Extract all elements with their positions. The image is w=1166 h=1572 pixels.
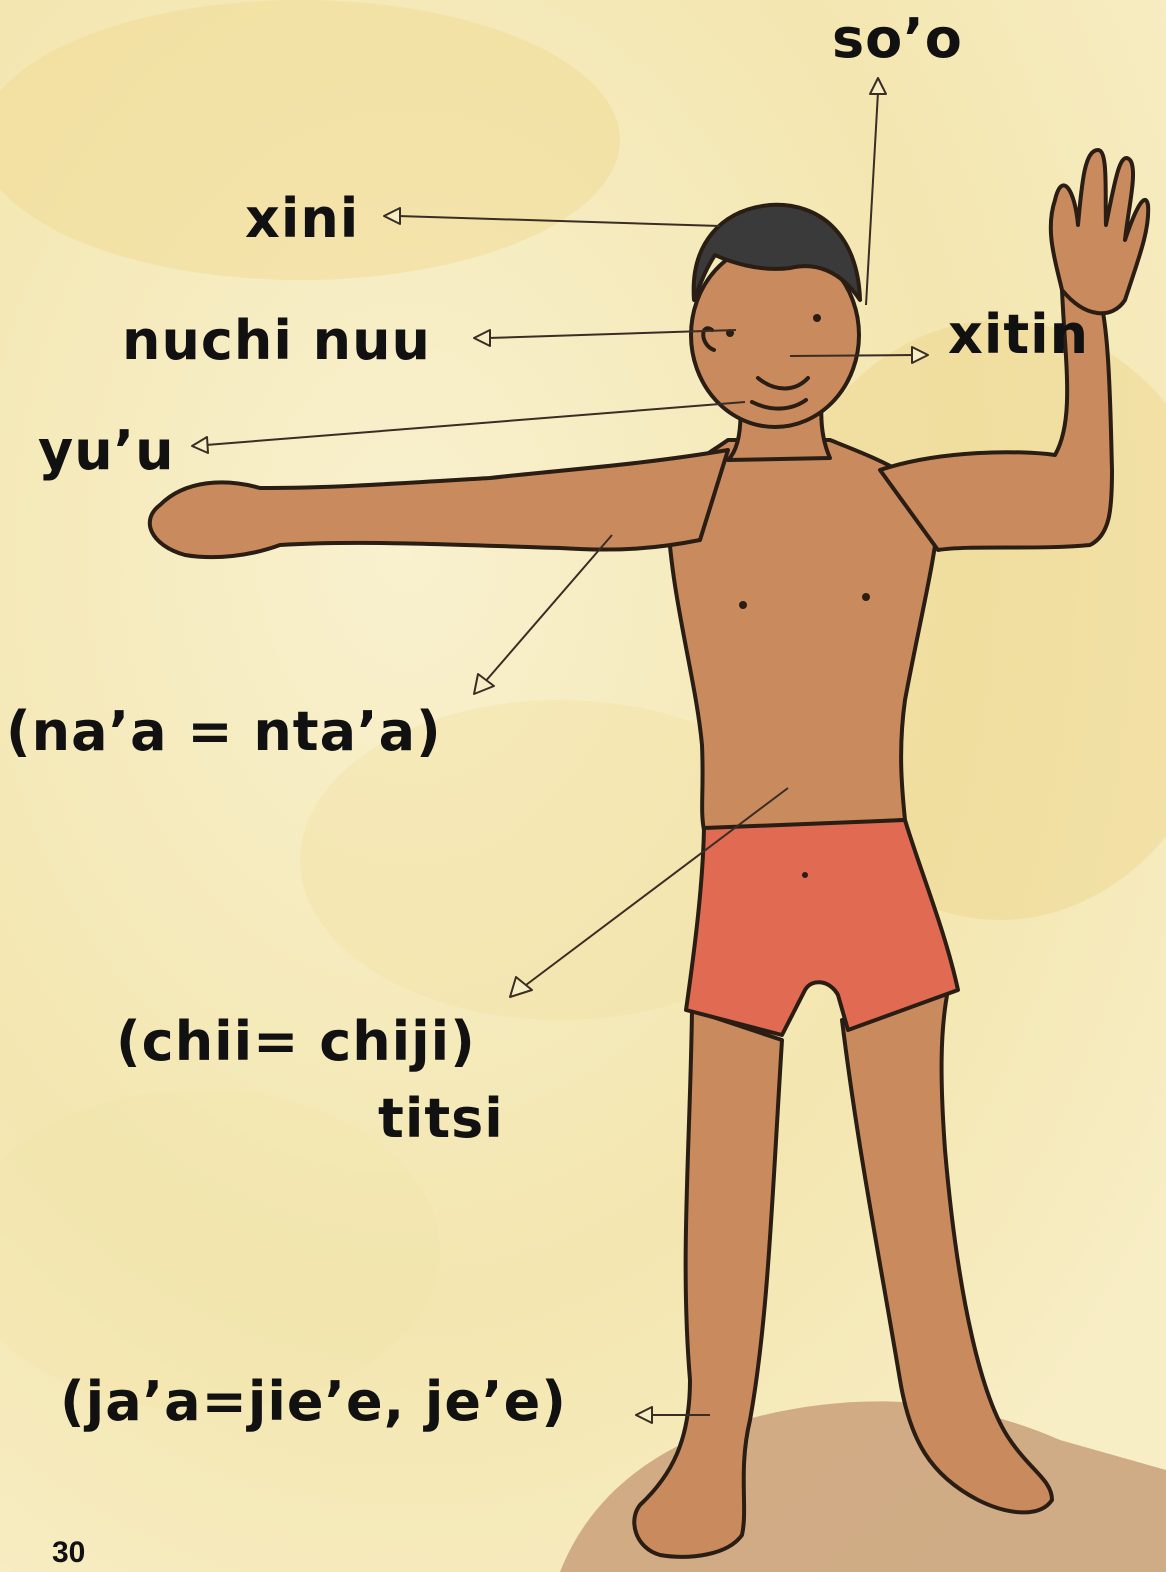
label-jaa-leg: (ja’a=jie’e, je’e) xyxy=(60,1375,567,1429)
eye-right xyxy=(813,314,821,322)
navel xyxy=(802,872,808,878)
label-yuu-mouth: yu’u xyxy=(38,424,175,478)
label-xini-head: xini xyxy=(245,192,359,246)
page-number: 30 xyxy=(52,1538,85,1568)
label-naa-arm: (na’a = nta’a) xyxy=(6,705,442,759)
label-nuchi-nuu-eye: nuchi nuu xyxy=(122,314,431,368)
label-chii-belly: (chii= chiji) xyxy=(116,1015,476,1069)
arrow-line-xitin xyxy=(790,355,914,356)
label-soo-ear: so’o xyxy=(832,12,963,66)
label-titsi-belly: titsi xyxy=(378,1092,504,1146)
nipple xyxy=(739,601,747,609)
nipple xyxy=(862,593,870,601)
label-xitin-nose: xitin xyxy=(948,308,1089,362)
